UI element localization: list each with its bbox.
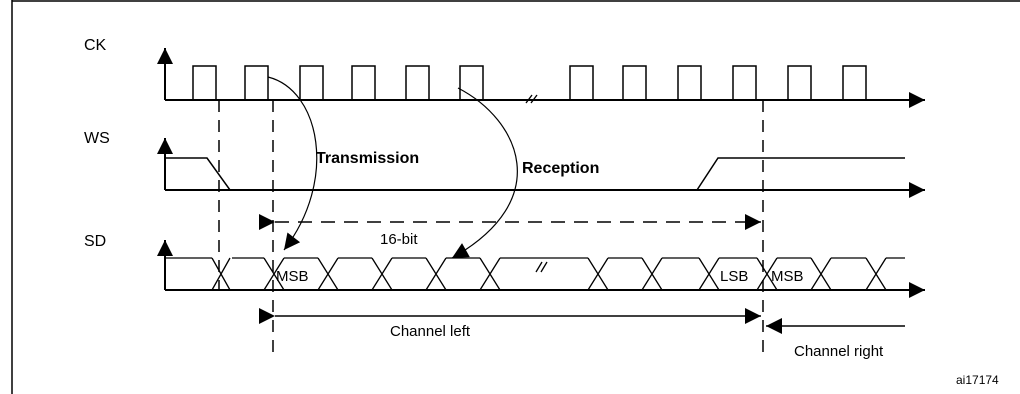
sd-label: SD: [84, 233, 106, 250]
msb-label-left: MSB: [276, 268, 309, 285]
ck-label: CK: [84, 37, 107, 54]
ws-label: WS: [84, 130, 110, 147]
sd-waveform: [165, 257, 905, 291]
msb-label-right: MSB: [771, 268, 804, 285]
transmission-arrow: [267, 76, 318, 251]
channel-left-label: Channel left: [390, 323, 471, 340]
figure-id: ai17174: [956, 373, 999, 387]
transmission-label: Transmission: [316, 150, 419, 167]
ck-waveform: [165, 65, 867, 101]
ws-waveform: [165, 157, 905, 191]
reception-label: Reception: [522, 160, 599, 177]
ck-break-mark: [525, 94, 538, 104]
sd-break-mark: [535, 261, 548, 273]
lsb-label: LSB: [720, 268, 748, 285]
channel-right-label: Channel right: [794, 343, 884, 360]
word-length-label: 16-bit: [380, 231, 418, 248]
reception-arrow: [451, 87, 518, 259]
